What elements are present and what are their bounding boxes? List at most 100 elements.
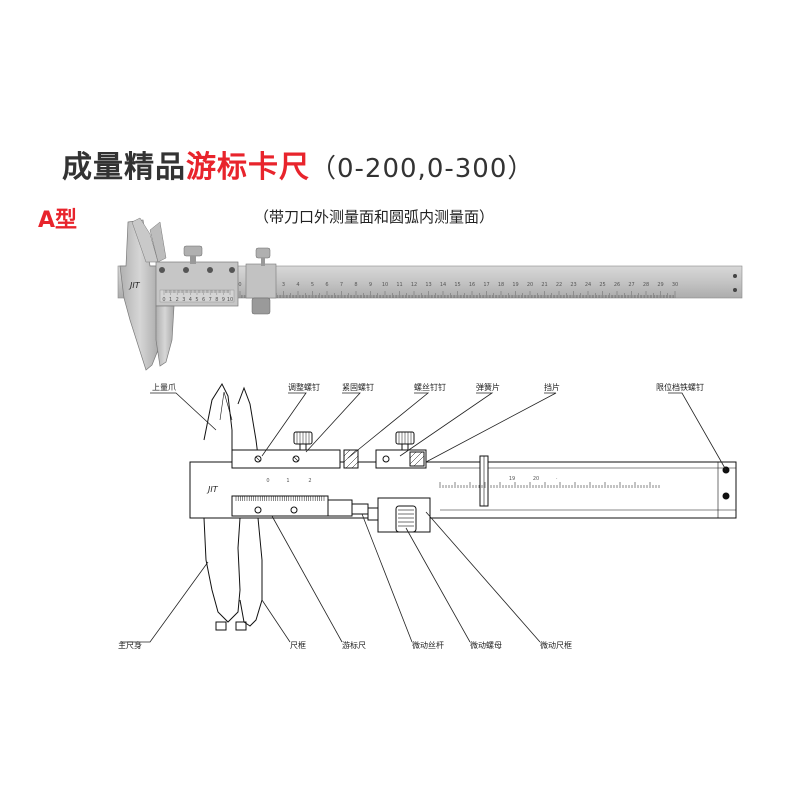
photo-scale-number: 11 xyxy=(396,282,402,288)
photo-scale-number: 27 xyxy=(628,282,634,288)
photo-vernier-number: 10 xyxy=(227,297,233,303)
caliper-photo: 0123456789101112131415161718192021222324… xyxy=(117,217,743,371)
photo-vernier-number: 4 xyxy=(189,297,192,303)
diagram-scale-mark: · xyxy=(556,476,558,482)
photo-fixed-jaw xyxy=(119,219,161,371)
photo-scale-number: 29 xyxy=(657,282,663,288)
photo-end-screw-1 xyxy=(733,274,737,278)
diagram-hatched-block-1 xyxy=(343,449,359,469)
photo-scale-number: 19 xyxy=(512,282,518,288)
photo-scale-number: 3 xyxy=(282,282,285,288)
label-vernier: 游标尺 xyxy=(342,640,366,650)
photo-upper-jaw-fixed xyxy=(131,217,159,263)
photo-fine-block xyxy=(245,263,277,299)
photo-scale-number: 18 xyxy=(498,282,504,288)
page-title: 成量精品游标卡尺（0-200,0-300） xyxy=(62,142,534,186)
diagram-main-scale: 19 20 · xyxy=(439,476,660,488)
photo-scale-number: 4 xyxy=(296,282,299,288)
photo-vernier-number: 6 xyxy=(202,297,205,303)
photo-scale-number: 7 xyxy=(340,282,343,288)
photo-vernier-number: 7 xyxy=(209,297,212,303)
diagram-vernier-number: 1 xyxy=(286,478,289,484)
photo-upper-jaw-moving xyxy=(149,221,167,263)
photo-screw-4 xyxy=(229,267,235,273)
photo-vernier-number: 8 xyxy=(215,297,218,303)
photo-vernier-number: 0 xyxy=(162,297,165,303)
photo-screw-3 xyxy=(207,267,213,273)
diagram-fine-nut xyxy=(395,505,417,533)
type-label: A型 xyxy=(38,208,78,233)
title-range: （0-200,0-300） xyxy=(310,154,535,184)
label-fine-nut: 微动螺母 xyxy=(470,640,502,650)
diagram-upper-slider xyxy=(231,449,341,469)
diagram-upper-jaw-moving xyxy=(237,386,259,457)
photo-brand: JIT xyxy=(128,281,141,290)
diagram-brand: JIT xyxy=(206,485,219,494)
diagram-moving-jaw xyxy=(239,517,263,627)
photo-scale-number: 10 xyxy=(382,282,388,288)
leader-lines xyxy=(120,392,727,643)
photo-scale-number: 0 xyxy=(238,282,241,288)
photo-scale-number: 20 xyxy=(527,282,533,288)
diagram-fixed-jaw xyxy=(189,382,241,623)
photo-vernier-number: 9 xyxy=(222,297,225,303)
label-spring-leaf: 弹簧片 xyxy=(476,382,500,392)
label-fine-frame: 微动尺框 xyxy=(540,640,572,650)
photo-scale-number: 15 xyxy=(454,282,460,288)
label-top-jaw: 上量爪 xyxy=(152,383,176,392)
photo-screw-2 xyxy=(183,267,189,273)
photo-scale-number: 9 xyxy=(369,282,372,288)
diagram-fine-screw xyxy=(351,503,369,515)
title-black: 成量精品 xyxy=(62,150,186,185)
diagram-vernier-number: 2 xyxy=(308,478,311,484)
photo-scale-number: 28 xyxy=(643,282,649,288)
photo-vernier-number: 3 xyxy=(182,297,185,303)
photo-scale-number: 23 xyxy=(570,282,576,288)
photo-scale-number: 5 xyxy=(311,282,314,288)
photo-fine-wheel xyxy=(251,297,271,315)
label-spring-screw: 螺丝钉钉 xyxy=(414,382,446,392)
photo-scale-number: 8 xyxy=(354,282,357,288)
photo-moving-jaw xyxy=(155,305,175,367)
photo-scale-number: 30 xyxy=(672,282,678,288)
label-ruler-body: 尺框 xyxy=(290,640,306,650)
label-lock-screw: 紧固螺钉 xyxy=(342,382,374,392)
photo-scale-number: 17 xyxy=(483,282,489,288)
diagram-scale-number: 19 xyxy=(509,476,515,482)
photo-fine-stem xyxy=(261,258,265,266)
photo-fine-knob xyxy=(255,247,271,259)
photo-scale-number: 22 xyxy=(556,282,562,288)
photo-vernier-number: 5 xyxy=(195,297,198,303)
photo-lock-knob xyxy=(183,245,203,257)
photo-scale-number: 24 xyxy=(585,282,591,288)
photo-vernier-number: 2 xyxy=(176,297,179,303)
label-adjust-screw: 调整螺钉 xyxy=(288,382,320,392)
diagram-labels: 上量爪 调整螺钉 紧固螺钉 螺丝钉钉 弹簧片 挡片 限位档铁螺钉 主尺身 尺框 … xyxy=(118,382,704,650)
photo-scale-number: 25 xyxy=(599,282,605,288)
photo-end-screw-2 xyxy=(733,288,737,292)
subtitle: （带刀口外测量面和圆弧内测量面） xyxy=(254,208,495,226)
photo-scale-number: 12 xyxy=(411,282,417,288)
photo-scale-number: 13 xyxy=(425,282,431,288)
label-end-screw: 限位档铁螺钉 xyxy=(656,382,704,392)
photo-scale-number: 16 xyxy=(469,282,475,288)
label-stop-block: 挡片 xyxy=(544,382,560,392)
photo-vernier-number: 1 xyxy=(169,297,172,303)
photo-scale-number: 26 xyxy=(614,282,620,288)
photo-main-scale: 0123456789101112131415161718192021222324… xyxy=(238,282,678,298)
label-main-ruler: 主尺身 xyxy=(118,640,142,650)
photo-scale-number: 14 xyxy=(440,282,446,288)
diagram-scale-number: 20 xyxy=(533,476,539,482)
photo-scale-number: 6 xyxy=(325,282,328,288)
diagram-end-screw-2 xyxy=(722,492,730,500)
photo-scale-number: 21 xyxy=(541,282,547,288)
title-red: 游标卡尺 xyxy=(186,150,310,185)
diagram-vernier-scale: 0 1 2 xyxy=(235,478,325,501)
photo-lock-stem xyxy=(190,256,196,264)
diagram-vernier-number: 0 xyxy=(266,478,269,484)
photo-screw-1 xyxy=(159,267,165,273)
label-fine-screw: 微动丝杆 xyxy=(412,640,444,650)
